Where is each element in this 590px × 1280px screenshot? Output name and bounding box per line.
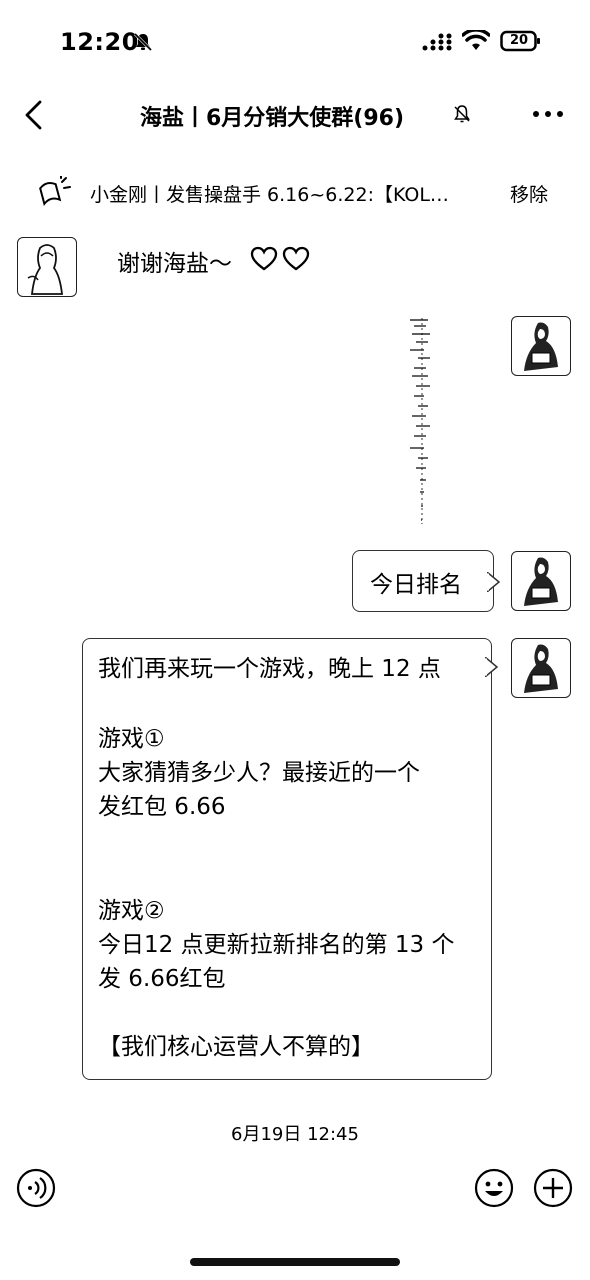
message-bubble[interactable]: [352, 550, 494, 612]
message-text: 大家猜猜多少人？最接近的一个: [98, 760, 420, 786]
message-timestamp: 6月19日 12:45: [231, 1124, 359, 1145]
message-text: 游戏①: [98, 726, 165, 752]
message-text: 谢谢海盐～: [117, 251, 232, 277]
message-text: 【我们核心运营人不算的】: [98, 1034, 374, 1060]
pinned-message-text[interactable]: 小金刚丨发售操盘手 6.16~6.22:【KOL…: [90, 184, 449, 206]
message-text: 今日排名: [370, 572, 462, 598]
message-text: 今日12 点更新拉新排名的第 13 个: [98, 932, 455, 958]
pinned-remove-button[interactable]: 移除: [510, 184, 549, 206]
announcement-icon: [39, 176, 71, 206]
wifi-icon: [462, 30, 490, 50]
image-message[interactable]: [400, 316, 438, 526]
message-text: 游戏②: [98, 898, 165, 924]
voice-icon[interactable]: [16, 1168, 56, 1208]
plus-icon[interactable]: [533, 1168, 573, 1208]
home-indicator[interactable]: [190, 1258, 400, 1266]
emoji-icon[interactable]: [474, 1168, 514, 1208]
page-title: 海盐丨6月分销大使群(96): [140, 106, 405, 131]
message-text: 我们再来玩一个游戏，晚上 12 点: [98, 656, 441, 682]
bubble-tail: [487, 572, 501, 592]
battery-level: 20: [509, 33, 529, 48]
back-icon[interactable]: [22, 98, 44, 132]
mute-icon: [454, 105, 470, 123]
message-text: 发红包 6.66: [98, 794, 226, 820]
signal-icon: [422, 33, 452, 51]
heart-icon: [250, 246, 310, 271]
status-time: 12:20: [60, 28, 139, 56]
message-text: 发 6.66红包: [98, 966, 226, 992]
message-bubble[interactable]: [82, 638, 492, 1080]
more-icon[interactable]: [530, 104, 566, 124]
avatar[interactable]: [511, 551, 571, 611]
battery-icon: 20: [500, 30, 542, 52]
avatar[interactable]: [511, 638, 571, 698]
avatar[interactable]: [511, 316, 571, 376]
bubble-tail: [485, 657, 499, 677]
bell-off-icon: [133, 32, 153, 52]
avatar[interactable]: [17, 237, 77, 297]
